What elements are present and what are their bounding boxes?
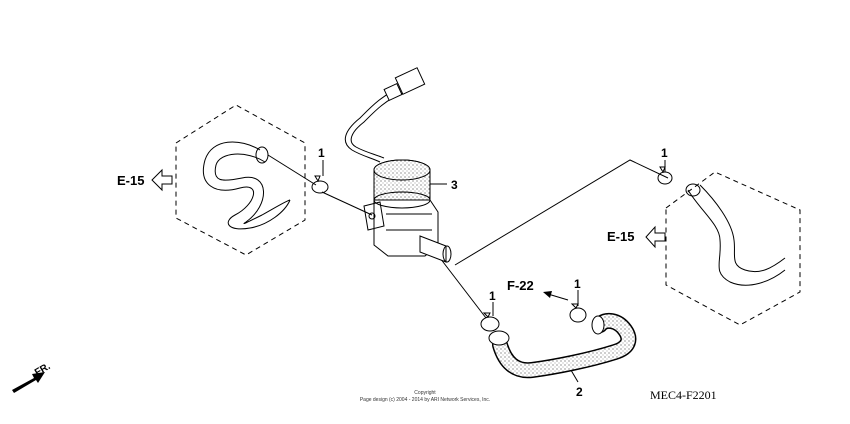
leader-lower-hose: [439, 257, 487, 319]
lower-hose-end-left: [488, 330, 510, 346]
clamp-top-left: [311, 180, 329, 194]
right-reference-hose-group: [665, 171, 801, 326]
left-reference-hose: [203, 141, 291, 230]
clamp-top-right: [657, 171, 673, 185]
leader-right-hose: [454, 159, 669, 266]
front-direction-arrow: [12, 372, 45, 393]
clamp-top-right-tab: [659, 166, 666, 174]
clamp-mid-right-tab: [570, 303, 579, 309]
air-valve-assembly: [344, 67, 452, 263]
left-reference-boundary: [175, 104, 306, 256]
clamps: [311, 166, 673, 332]
left-ref-label: E-15: [117, 173, 144, 188]
f22-arrow: [543, 291, 569, 301]
wire-harness: [344, 87, 401, 163]
leader-lines: [267, 154, 669, 383]
clamp-mid-right: [569, 307, 587, 323]
copyright-line-1: Copyright: [414, 390, 436, 396]
right-reference-hose: [687, 184, 786, 286]
clamp-mid-left-tab: [482, 312, 491, 318]
lower-hose-part-2: [488, 312, 637, 379]
callout-valve: 3: [451, 178, 458, 192]
callout-clamp-mid-right: 1: [574, 277, 581, 291]
callout-hose: 2: [576, 385, 583, 399]
front-direction-label: FR.: [33, 361, 53, 379]
lower-hose-end-right: [591, 315, 605, 335]
valve-flange: [363, 201, 385, 231]
electrical-connector: [394, 67, 426, 95]
clamp-top-left-tab: [314, 175, 321, 183]
clamp-ref-label: F-22: [507, 278, 534, 293]
callout-clamp-top-left: 1: [318, 146, 325, 160]
callout-clamp-mid-left: 1: [489, 289, 496, 303]
right-ref-label: E-15: [607, 229, 634, 244]
drawing-code: MEC4-F2201: [650, 388, 717, 402]
valve-outlet-mouth: [442, 245, 452, 263]
clamp-mid-left: [480, 316, 500, 332]
right-ref-arrow: [645, 225, 666, 249]
left-ref-arrow: [151, 168, 173, 192]
callout-clamp-top-right: 1: [661, 146, 668, 160]
solenoid-cap: [373, 159, 431, 181]
right-reference-boundary: [665, 171, 801, 326]
right-hose-end: [685, 183, 701, 197]
left-reference-hose-group: [175, 104, 306, 256]
leader-left-clamp: [321, 191, 373, 216]
copyright-line-2: Page design (c) 2004 - 2014 by ARI Netwo…: [360, 397, 490, 403]
leader-left-hose: [267, 154, 317, 186]
